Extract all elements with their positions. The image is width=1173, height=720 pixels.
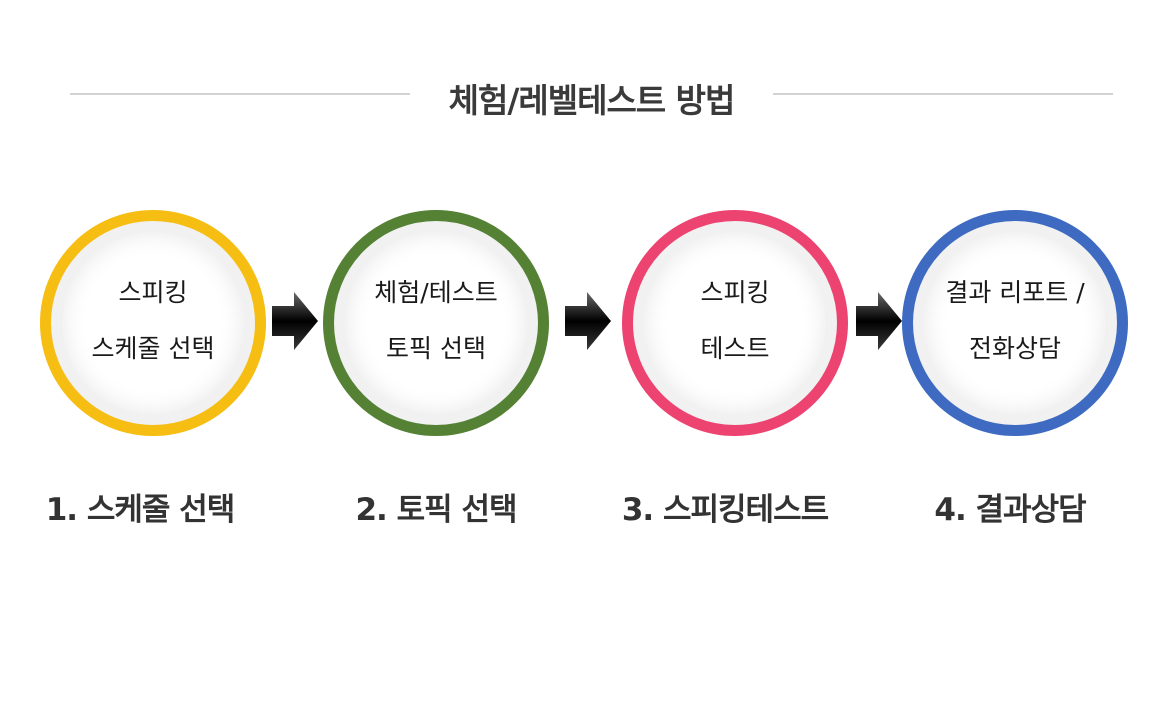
step-circle-schedule: 스피킹 스케줄 선택 — [40, 210, 266, 436]
step-circle-line: 스케줄 선택 — [91, 333, 215, 363]
title-row: 체험/레벨테스트 방법 — [70, 68, 1113, 120]
step-circle-result: 결과 리포트 / 전화상담 — [902, 210, 1128, 436]
step-label-2: 2. 토픽 선택 — [355, 492, 517, 528]
step-label-3: 3. 스피킹테스트 — [621, 492, 829, 528]
step-circle-line: 스피킹 — [118, 277, 188, 307]
step-circle-text: 결과 리포트 / 전화상담 — [913, 265, 1117, 377]
step-circle-line: 결과 리포트 / — [945, 277, 1085, 307]
step-circle-topic: 체험/테스트 토픽 선택 — [323, 210, 549, 436]
page-title: 체험/레벨테스트 방법 — [448, 81, 736, 120]
step-circle-text: 스피킹 스케줄 선택 — [51, 265, 255, 377]
step-circle-line: 체험/테스트 — [374, 277, 498, 307]
step-circle-text: 체험/테스트 토픽 선택 — [334, 265, 538, 377]
right-arrow-icon — [856, 292, 902, 350]
step-circle-line: 전화상담 — [968, 333, 1061, 363]
step-circle-text: 스피킹 테스트 — [633, 265, 837, 377]
step-circle-line: 테스트 — [700, 333, 770, 363]
title-divider-left — [70, 93, 410, 95]
step-circle-line: 스피킹 — [700, 277, 770, 307]
step-circle-speaking-test: 스피킹 테스트 — [622, 210, 848, 436]
title-divider-right — [773, 93, 1113, 95]
step-circle-line: 토픽 선택 — [386, 333, 486, 363]
right-arrow-icon — [565, 292, 611, 350]
right-arrow-icon — [272, 292, 318, 350]
step-label-1: 1. 스케줄 선택 — [45, 492, 236, 528]
step-label-4: 4. 결과상담 — [934, 492, 1086, 528]
